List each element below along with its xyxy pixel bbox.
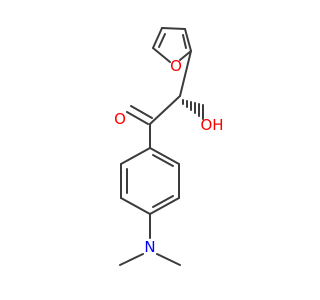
hydroxyl-label: OH	[200, 116, 223, 134]
bond-benzene-3	[120, 197, 151, 215]
bond-benzene-4	[149, 197, 180, 215]
nitrogen-label: N	[144, 238, 155, 256]
hashed-wedge-bond	[182, 99, 204, 120]
bond-c2-chiral	[179, 50, 192, 97]
bond-furan-double-2	[182, 34, 187, 49]
bond-furan-c4-c5	[184, 28, 192, 52]
bond-benzene-double-2	[152, 195, 174, 208]
benzene-ring	[120, 147, 180, 215]
bond-nitrogen-methyl-left	[119, 253, 144, 266]
furan-ring: O	[152, 27, 192, 75]
chiral-center: OH	[149, 50, 224, 134]
bond-benzene-double-3	[152, 154, 174, 167]
bond-furan-double-1	[158, 33, 166, 48]
structure-canvas: O OH O	[114, 27, 224, 266]
bond-benzene-6	[149, 147, 180, 165]
carbonyl-group: O	[114, 105, 153, 149]
bond-carbonyl-double-b	[130, 105, 153, 119]
bond-chiral-carbonyl	[149, 95, 181, 125]
molecule-structure: O OH O	[114, 27, 224, 266]
bond-carbonyl-double-a	[126, 111, 149, 125]
bond-furan-c2-c3	[152, 27, 163, 49]
bond-furan-c3-c4	[161, 27, 186, 30]
bond-benzene-1	[120, 147, 151, 165]
bond-furan-c5-o	[179, 50, 192, 61]
bond-furan-o-c2	[152, 47, 171, 63]
bond-nitrogen-methyl-right	[156, 253, 181, 266]
dimethylamino-group: N	[119, 213, 181, 266]
carbonyl-oxygen-label: O	[114, 110, 126, 128]
furan-oxygen-label: O	[170, 57, 182, 75]
